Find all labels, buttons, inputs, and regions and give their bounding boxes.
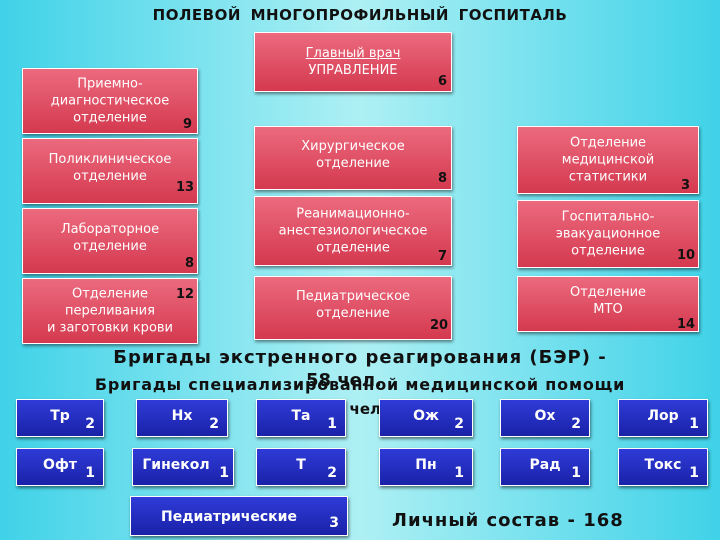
transfusion-count: 12 <box>176 287 195 302</box>
pediatric-label: Педиатрическое отделение <box>295 288 411 321</box>
brigade-ginekol-count: 1 <box>219 465 229 481</box>
reanimation-count: 7 <box>438 249 448 264</box>
brigade-nh-label: Нх <box>171 408 193 424</box>
brigade-oft-count: 1 <box>85 465 95 481</box>
brigade-ta: Та 1 <box>256 399 346 437</box>
brigade-tr: Тр 2 <box>16 399 104 437</box>
statistics-count: 3 <box>681 178 691 193</box>
chief-label: Главный врач УПРАВЛЕНИЕ <box>255 45 451 79</box>
brigade-lor-count: 1 <box>689 416 699 432</box>
pediatric-box: Педиатрическое отделение <box>254 276 452 340</box>
reanimation-box: Реанимационно- анестезиологическое отдел… <box>254 196 452 266</box>
brigade-ozh: Ож 2 <box>379 399 473 437</box>
brigade-toks-count: 1 <box>689 465 699 481</box>
pediatric-count: 20 <box>430 318 449 333</box>
polyclinic-label: Поликлиническое отделение <box>48 151 172 184</box>
brigade-ginekol: Гинекол 1 <box>132 448 234 486</box>
brigade-tr-label: Тр <box>50 408 70 424</box>
transfusion-box: Отделение переливания и заготовки крови <box>22 278 198 344</box>
statistics-label: Отделение медицинской статистики <box>561 135 655 185</box>
ber-subtitle: Бригады специализированной медицинской п… <box>94 375 626 394</box>
brigade-ginekol-label: Гинекол <box>142 457 210 473</box>
transfusion-label: Отделение переливания и заготовки крови <box>46 286 174 336</box>
brigade-lor: Лор 1 <box>618 399 708 437</box>
laboratory-label: Лабораторное отделение <box>60 221 160 254</box>
brigade-oft-label: Офт <box>43 457 77 473</box>
brigade-pediatric-count: 3 <box>329 515 339 531</box>
brigade-tr-count: 2 <box>85 416 95 432</box>
chief-subtitle: УПРАВЛЕНИЕ <box>308 63 398 78</box>
brigade-rad-count: 1 <box>571 465 581 481</box>
page-title: ПОЛЕВОЙ МНОГОПРОФИЛЬНЫЙ ГОСПИТАЛЬ <box>152 6 568 24</box>
brigade-ozh-count: 2 <box>454 416 464 432</box>
brigade-pediatric-label: Педиатрические <box>161 509 297 525</box>
total-staff: Личный состав - 168 <box>392 510 624 531</box>
chief-count: 6 <box>438 74 448 89</box>
ber-title: Бригады экстренного реагирования (БЭР) - <box>113 347 607 368</box>
brigade-ta-label: Та <box>291 408 311 424</box>
brigade-pn-count: 1 <box>454 465 464 481</box>
chief-title: Главный врач <box>305 46 401 61</box>
evacuation-box: Госпитально- эвакуационное отделение <box>517 200 699 268</box>
brigade-t-label: Т <box>296 457 306 473</box>
brigade-rad: Рад 1 <box>500 448 590 486</box>
ber-staff-count: 58 чел. <box>306 370 382 391</box>
brigade-ozh-label: Ож <box>413 408 439 424</box>
brigade-oft: Офт 1 <box>16 448 104 486</box>
brigade-lor-label: Лор <box>647 408 679 424</box>
surgery-box: Хирургическое отделение <box>254 126 452 190</box>
reanimation-label: Реанимационно- анестезиологическое отдел… <box>278 206 428 256</box>
surgery-count: 8 <box>438 171 448 186</box>
mto-box: Отделение МТО <box>517 276 699 332</box>
brigade-t-count: 2 <box>327 465 337 481</box>
evacuation-label: Госпитально- эвакуационное отделение <box>555 209 661 259</box>
laboratory-box: Лабораторное отделение <box>22 208 198 274</box>
brigade-ta-count: 1 <box>327 416 337 432</box>
admission-label: Приемно- диагностическое отделение <box>50 76 170 126</box>
brigade-toks-label: Токс <box>644 457 682 473</box>
chief-box: Главный врач УПРАВЛЕНИЕ <box>254 32 452 92</box>
brigade-nh-count: 2 <box>209 416 219 432</box>
mto-count: 14 <box>677 317 696 332</box>
laboratory-count: 8 <box>185 256 195 271</box>
polyclinic-box: Поликлиническое отделение <box>22 138 198 204</box>
brigade-oh: Ох 2 <box>500 399 590 437</box>
brigade-nh: Нх 2 <box>136 399 228 437</box>
brigade-oh-count: 2 <box>571 416 581 432</box>
brigade-pediatric: Педиатрические 3 <box>130 496 348 536</box>
brigade-pn-label: Пн <box>415 457 437 473</box>
surgery-label: Хирургическое отделение <box>301 138 405 171</box>
admission-box: Приемно- диагностическое отделение <box>22 68 198 134</box>
admission-count: 9 <box>183 117 193 132</box>
brigade-oh-label: Ох <box>534 408 556 424</box>
evacuation-count: 10 <box>677 248 696 263</box>
statistics-box: Отделение медицинской статистики <box>517 126 699 194</box>
brigade-t: Т 2 <box>256 448 346 486</box>
brigade-toks: Токс 1 <box>618 448 708 486</box>
mto-label: Отделение МТО <box>569 285 647 318</box>
brigade-pn: Пн 1 <box>379 448 473 486</box>
brigade-rad-label: Рад <box>529 457 561 473</box>
polyclinic-count: 13 <box>176 180 195 195</box>
